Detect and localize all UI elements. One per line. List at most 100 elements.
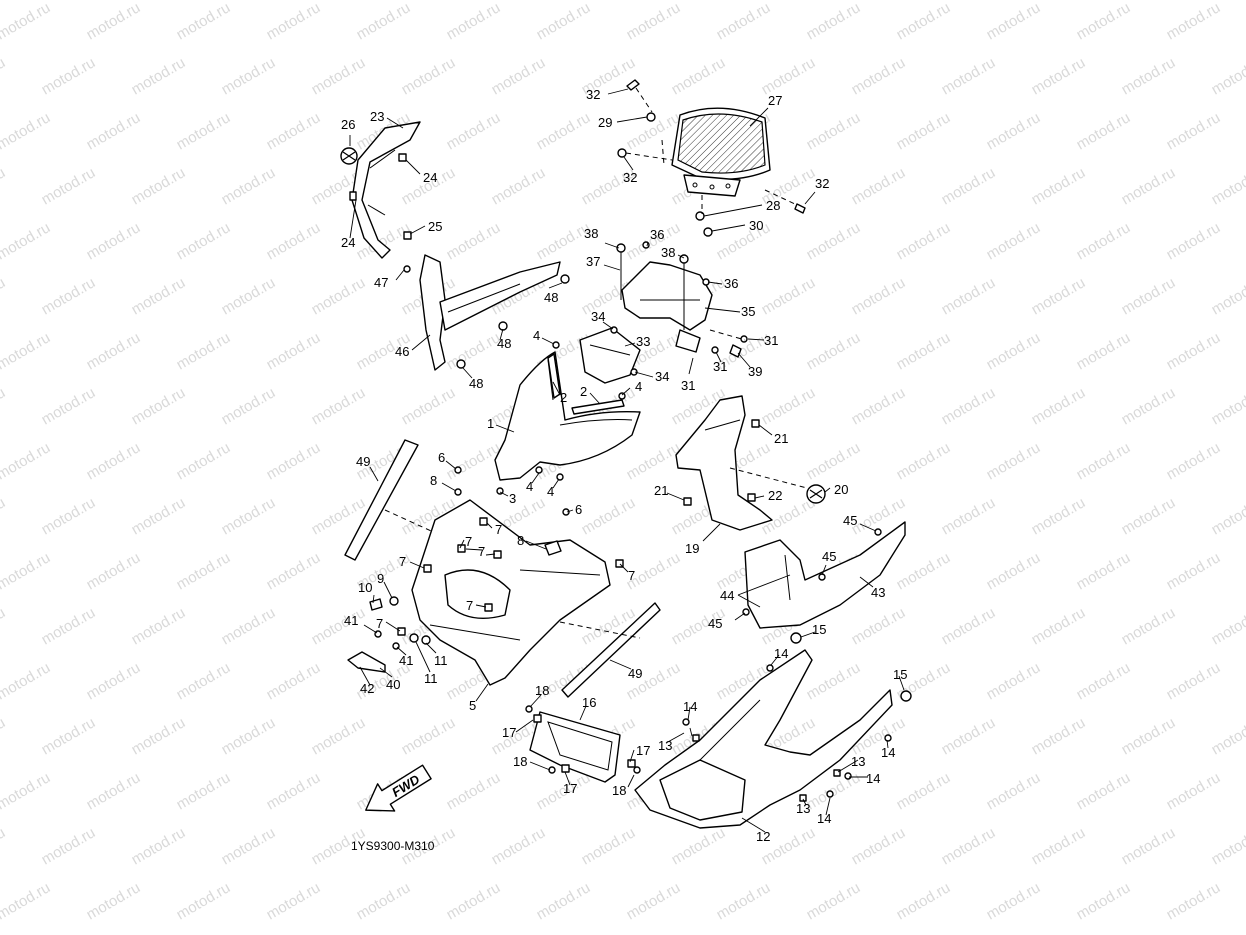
emblem-26-pattern <box>342 151 356 161</box>
callout-18: 18 <box>535 683 549 698</box>
callout-37: 37 <box>586 254 600 269</box>
decal-guide-left <box>384 509 441 536</box>
fasteners-44-45 <box>742 528 882 616</box>
callout-48: 48 <box>497 336 511 351</box>
callout-12: 12 <box>756 829 770 844</box>
callout-4: 4 <box>635 379 642 394</box>
bracket-studs <box>610 241 748 376</box>
drawing-code: 1YS9300-M310 <box>351 839 435 853</box>
callout-4: 4 <box>547 484 554 499</box>
callout-22: 22 <box>768 488 782 503</box>
bracket-35[interactable] <box>621 261 713 353</box>
callout-35: 35 <box>741 304 755 319</box>
callout-36: 36 <box>650 227 664 242</box>
callout-32: 32 <box>623 170 637 185</box>
callout-7: 7 <box>628 568 635 583</box>
callout-45: 45 <box>822 549 836 564</box>
callout-38: 38 <box>661 245 675 260</box>
callout-15: 15 <box>893 667 907 682</box>
callout-24: 24 <box>423 170 437 185</box>
callout-15: 15 <box>812 622 826 637</box>
callout-21: 21 <box>774 431 788 446</box>
callout-49: 49 <box>356 454 370 469</box>
callout-34: 34 <box>591 309 605 324</box>
callout-31: 31 <box>681 378 695 393</box>
callout-38: 38 <box>584 226 598 241</box>
callout-4: 4 <box>526 479 533 494</box>
fasteners-47-48 <box>403 265 570 369</box>
callout-23: 23 <box>370 109 384 124</box>
callout-8: 8 <box>430 473 437 488</box>
callout-46: 46 <box>395 344 409 359</box>
callout-41: 41 <box>344 613 358 628</box>
callout-18: 18 <box>612 783 626 798</box>
callout-2: 2 <box>560 390 567 405</box>
callout-18: 18 <box>513 754 527 769</box>
fasteners-17-18 <box>525 705 641 774</box>
leader-20 <box>729 467 808 489</box>
fasteners-2-3-4 <box>496 341 626 495</box>
callout-9: 9 <box>377 571 384 586</box>
callout-19: 19 <box>685 541 699 556</box>
callout-14: 14 <box>817 811 831 826</box>
callout-leaders <box>349 88 905 833</box>
callout-28: 28 <box>766 198 780 213</box>
callout-30: 30 <box>749 218 763 233</box>
callout-21: 21 <box>654 483 668 498</box>
callout-7: 7 <box>495 522 502 537</box>
callout-17: 17 <box>502 725 516 740</box>
callout-48: 48 <box>469 376 483 391</box>
callout-14: 14 <box>774 646 788 661</box>
callout-17: 17 <box>636 743 650 758</box>
bracket-33[interactable] <box>579 327 641 384</box>
under-cover-12[interactable] <box>634 649 893 829</box>
callout-7: 7 <box>465 534 472 549</box>
callout-47: 47 <box>374 275 388 290</box>
callout-31: 31 <box>713 359 727 374</box>
callout-11: 11 <box>424 671 438 686</box>
callout-49: 49 <box>628 666 642 681</box>
callout-6: 6 <box>438 450 445 465</box>
inner-box-16[interactable] <box>529 711 621 783</box>
callout-42: 42 <box>360 681 374 696</box>
emblem-20-pattern <box>809 489 823 499</box>
callout-2: 2 <box>580 384 587 399</box>
callout-7: 7 <box>478 544 485 559</box>
side-panel-19[interactable] <box>675 395 773 531</box>
callout-43: 43 <box>871 585 885 600</box>
callout-45: 45 <box>843 513 857 528</box>
callout-32: 32 <box>815 176 829 191</box>
callout-16: 16 <box>582 695 596 710</box>
decal-guide-right <box>559 621 641 639</box>
decal-49-right[interactable] <box>561 602 661 698</box>
callout-7: 7 <box>466 598 473 613</box>
windshield-27[interactable] <box>671 107 771 197</box>
callout-17: 17 <box>563 781 577 796</box>
callout-34: 34 <box>655 369 669 384</box>
callout-33: 33 <box>636 334 650 349</box>
decal-49-left[interactable] <box>344 439 419 561</box>
callout-26: 26 <box>341 117 355 132</box>
callout-45: 45 <box>708 616 722 631</box>
front-cowl-1[interactable] <box>494 351 641 481</box>
callout-14: 14 <box>881 745 895 760</box>
callout-20: 20 <box>834 482 848 497</box>
callout-27: 27 <box>768 93 782 108</box>
callout-48: 48 <box>544 290 558 305</box>
callout-14: 14 <box>683 699 697 714</box>
callout-1: 1 <box>487 416 494 431</box>
fasteners-21-22 <box>683 419 760 506</box>
callout-5: 5 <box>469 698 476 713</box>
callout-10: 10 <box>358 580 372 595</box>
callout-3: 3 <box>509 491 516 506</box>
callout-11: 11 <box>434 653 448 668</box>
callout-40: 40 <box>386 677 400 692</box>
callout-41: 41 <box>399 653 413 668</box>
side-cover-46[interactable] <box>419 254 561 371</box>
callout-labels: 1 2 2 3 4 4 4 4 5 6 6 7 7 7 7 7 7 7 8 8 … <box>341 87 907 844</box>
bracket-42[interactable] <box>347 651 386 673</box>
callout-44: 44 <box>720 588 734 603</box>
callout-39: 39 <box>748 364 762 379</box>
callout-6: 6 <box>575 502 582 517</box>
